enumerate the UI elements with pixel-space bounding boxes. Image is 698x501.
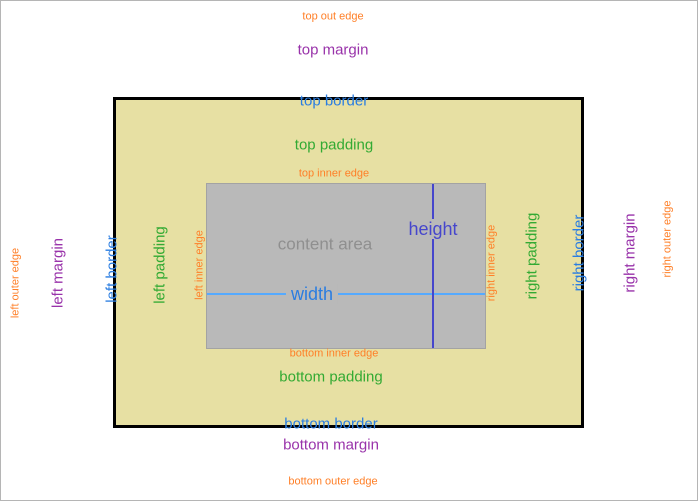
height-label: height xyxy=(403,219,463,239)
top-out-edge-label: top out edge xyxy=(302,10,364,23)
left-border-label: left border xyxy=(103,235,121,303)
bottom-border-label: bottom border xyxy=(284,415,378,433)
top-border-label: top border xyxy=(299,92,369,110)
right-outer-edge-label: right outer edge xyxy=(661,200,674,278)
content-area-label: content area xyxy=(277,234,373,254)
width-label: width xyxy=(285,284,339,304)
left-margin-label: left margin xyxy=(49,237,67,309)
left-inner-edge-label: left inner edge xyxy=(193,230,206,300)
bottom-inner-edge-label: bottom inner edge xyxy=(289,347,379,360)
right-inner-edge-label: right inner edge xyxy=(485,224,498,302)
left-padding-label: left padding xyxy=(151,226,169,304)
right-margin-label: right margin xyxy=(621,213,639,293)
top-padding-label: top padding xyxy=(294,136,374,154)
top-inner-edge-label: top inner edge xyxy=(298,167,370,180)
width-dimension-line xyxy=(207,293,485,295)
content-area-box xyxy=(206,183,486,349)
bottom-margin-label: bottom margin xyxy=(283,436,379,454)
right-padding-label: right padding xyxy=(523,212,541,300)
height-dimension-line xyxy=(432,184,434,348)
bottom-outer-edge-label: bottom outer edge xyxy=(288,475,378,488)
right-border-label: right border xyxy=(570,214,588,292)
bottom-padding-label: bottom padding xyxy=(279,368,383,386)
top-margin-label: top margin xyxy=(297,41,369,59)
left-outer-edge-label: left outer edge xyxy=(9,247,22,319)
